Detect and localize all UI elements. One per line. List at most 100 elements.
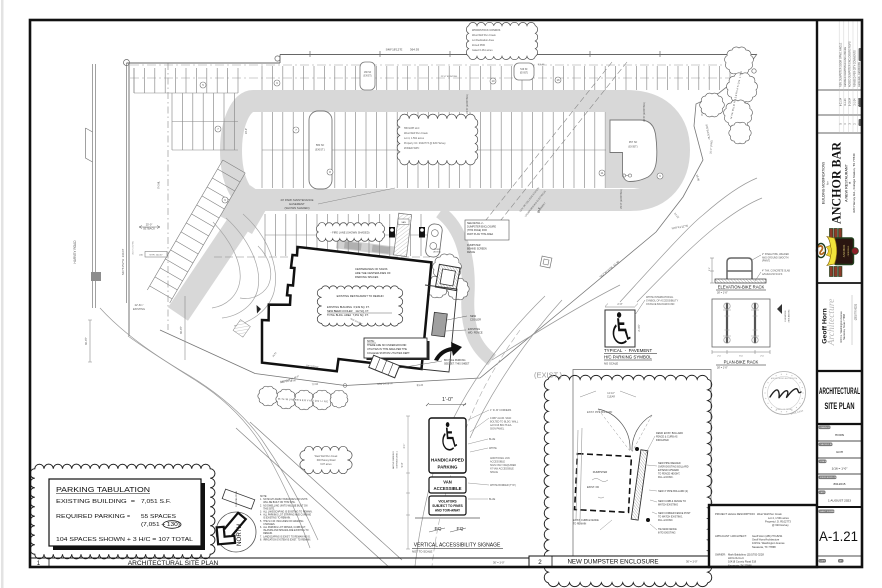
svg-text:Navasota, TX 77868: Navasota, TX 77868 xyxy=(728,563,752,567)
svg-text:24JUL.12023: 24JUL.12023 xyxy=(790,410,804,416)
svg-text:WTR 240.37: WTR 240.37 xyxy=(150,255,164,257)
svg-text:THERE ARE NO UNDERGROUND: THERE ARE NO UNDERGROUND xyxy=(367,344,407,347)
svg-text:7: 7 xyxy=(295,128,297,132)
svg-text:22′-6¾″: 22′-6¾″ xyxy=(135,303,144,307)
svg-text:A NEW RESTAURANT: A NEW RESTAURANT xyxy=(845,163,849,201)
svg-text:BEHIND SCREEN: BEHIND SCREEN xyxy=(467,248,487,251)
svg-text:6-1-24: 6-1-24 xyxy=(844,98,847,106)
svg-text:25′-0″ (EXISTING): 25′-0″ (EXISTING) xyxy=(620,189,623,209)
svg-text:6. ALL PARKING LOT DRIVES, CU: 6. ALL PARKING LOT DRIVES, CURB CUT, xyxy=(260,526,306,529)
svg-text:NEW DUMPSTER ENCLOSURE: NEW DUMPSTER ENCLOSURE xyxy=(567,559,658,566)
svg-text:(EXIST.): (EXIST.) xyxy=(315,148,325,152)
svg-text:UTILITIES IN THIS AREA PER THE: UTILITIES IN THIS AREA PER THE xyxy=(367,348,407,351)
svg-text:BUILDING MODIFICATIONS: BUILDING MODIFICATIONS xyxy=(822,161,826,204)
svg-text:2′-4½″: 2′-4½″ xyxy=(637,324,641,331)
svg-text:NO SCALE: NO SCALE xyxy=(604,362,618,366)
svg-text:ABOVE PARKING: ABOVE PARKING xyxy=(392,451,395,469)
svg-text:NEW 4″ PIPE BOLLARD (2): NEW 4″ PIPE BOLLARD (2) xyxy=(658,490,688,493)
svg-text:72.92: 72.92 xyxy=(312,382,319,387)
svg-text:ACCESSIBLE: ACCESSIBLE xyxy=(490,461,505,464)
svg-text:8. IRRIGATION SYSTEM IS EXIST: 8. IRRIGATION SYSTEM IS EXIST. TO REMAIN… xyxy=(260,538,311,541)
svg-text:364.93: 364.93 xyxy=(410,48,420,52)
svg-text:AND TOW-AWAY: AND TOW-AWAY xyxy=(435,509,461,513)
svg-text:ELEVATION: ELEVATION xyxy=(784,310,787,321)
svg-text:PARKING: PARKING xyxy=(438,465,459,470)
svg-text:EQ: EQ xyxy=(435,526,442,532)
svg-text:PARKING TABULATION: PARKING TABULATION xyxy=(56,485,150,494)
svg-text:at: at xyxy=(848,182,852,185)
svg-text:2′-0″: 2′-0″ xyxy=(617,302,622,306)
svg-text:(PAINT): (PAINT) xyxy=(762,260,770,263)
svg-text:PARKING SPACES: PARKING SPACES xyxy=(355,275,379,279)
svg-text:COOLER: COOLER xyxy=(470,318,481,322)
svg-text:11: 11 xyxy=(601,171,604,175)
svg-text:NOTE:: NOTE: xyxy=(260,496,267,498)
svg-text:ADDED DUMPSTER ENCLOSURE REV'S: ADDED DUMPSTER ENCLOSURE REV'S xyxy=(849,41,852,87)
svg-text:CLEAR: CLEAR xyxy=(607,395,615,398)
svg-text:ELEVATION-BIKE RACK: ELEVATION-BIKE RACK xyxy=(718,285,765,290)
svg-text:2″ STEEL PIPE, WELDED: 2″ STEEL PIPE, WELDED xyxy=(762,254,789,256)
svg-text:PART PLAN THIS AREA: PART PLAN THIS AREA xyxy=(467,233,494,236)
svg-text:580 SF: 580 SF xyxy=(316,143,325,147)
svg-text:Architecture: Architecture xyxy=(827,299,837,347)
svg-text:PLAN-BIKE RACK: PLAN-BIKE RACK xyxy=(724,360,759,365)
svg-text:S41°51′52″W 240.07: S41°51′52″W 240.07 xyxy=(121,248,125,275)
svg-text:25.81: 25.81 xyxy=(273,352,278,358)
svg-text:7. LANDSCAPING IS EXIST. TO R: 7. LANDSCAPING IS EXIST. TO REMAIN AS IS… xyxy=(260,535,311,538)
svg-text:5: 5 xyxy=(202,83,204,87)
svg-text:WILL BE BUILT ON THIS SITE.: WILL BE BUILT ON THIS SITE. xyxy=(260,502,296,504)
svg-text:NEW CORNER FENCE POST: NEW CORNER FENCE POST xyxy=(658,512,691,515)
svg-text:28.08: 28.08 xyxy=(695,174,701,182)
svg-text:NEW: NEW xyxy=(470,314,477,318)
svg-text:1015 E. Washington Avenue: 1015 E. Washington Avenue xyxy=(840,311,843,343)
svg-text:M I N I M U M R E S E R V A T: M I N I M U M R E S E R V A T I O N L I … xyxy=(278,398,329,404)
svg-text:Mark Baldobino (210)792-3228: Mark Baldobino (210)792-3228 xyxy=(728,553,764,557)
svg-text:ADDITIONAL VAN: ADDITIONAL VAN xyxy=(490,457,510,460)
svg-text:Zoned PDD: Zoned PDD xyxy=(472,44,485,47)
svg-text:8: 8 xyxy=(329,170,331,174)
svg-text:5. THE S.O.W. INCLUDES NO GRA: 5. THE S.O.W. INCLUDES NO GRADING xyxy=(260,520,304,523)
svg-text:5: 5 xyxy=(840,123,843,125)
svg-text:EASEMENT: EASEMENT xyxy=(289,202,305,206)
svg-text:ISLANDS AND SPACES ARE EXISTIN: ISLANDS AND SPACES ARE EXISTING TO xyxy=(260,529,309,532)
svg-text:4″ THK. CONCRETE SLAB: 4″ THK. CONCRETE SLAB xyxy=(762,270,790,273)
svg-text:529 SF: 529 SF xyxy=(520,69,528,71)
svg-text:WHITE INTERNATIONAL: WHITE INTERNATIONAL xyxy=(646,296,674,299)
svg-text:30′ = 1′-0″: 30′ = 1′-0″ xyxy=(717,292,728,295)
svg-text:Lot Dedication Area: Lot Dedication Area xyxy=(472,39,494,42)
svg-text:THIS SITE.: THIS SITE. xyxy=(260,508,275,510)
svg-text:for: for xyxy=(826,181,830,184)
svg-text:NEW PIPE WELDED: NEW PIPE WELDED xyxy=(658,462,681,465)
svg-text:TO MATCH EXISTING,: TO MATCH EXISTING, xyxy=(658,516,683,519)
svg-text:West Wolf Pen Creek: West Wolf Pen Creek xyxy=(315,455,339,458)
svg-text:AT VAN ACCESSIBLE: AT VAN ACCESSIBLE xyxy=(490,468,514,471)
svg-text:HARVEY ROAD: HARVEY ROAD xyxy=(73,240,77,264)
svg-text:SCALE: SCALE xyxy=(820,460,827,463)
svg-text:West Wolf Pen Creek: West Wolf Pen Creek xyxy=(472,34,497,37)
svg-text:EXIST. FD: EXIST. FD xyxy=(587,485,599,489)
svg-text:IS EXISTING TO REMAIN.: IS EXISTING TO REMAIN. xyxy=(260,517,291,520)
svg-text:(EXIST): (EXIST) xyxy=(433,252,441,254)
svg-text:WD. FENCE: WD. FENCE xyxy=(468,331,483,335)
svg-text:2′-1″: 2′-1″ xyxy=(403,443,406,448)
svg-text:34.16: 34.16 xyxy=(700,110,704,117)
svg-text:REV. DUMPSTER DOOR OPNG. ANGLE: REV. DUMPSTER DOOR OPNG. ANGLE xyxy=(840,42,843,87)
svg-text:DOMP: DOMP xyxy=(434,249,441,251)
svg-text:SPACE: SPACE xyxy=(490,471,498,474)
svg-text:ARE THE CENTERLINES OF: ARE THE CENTERLINES OF xyxy=(355,271,391,275)
svg-text:1″ R. AT CORNERS: 1″ R. AT CORNERS xyxy=(490,409,512,412)
svg-text:10418 County Road 318: 10418 County Road 318 xyxy=(728,560,757,564)
svg-text:(N41°51′52″W): (N41°51′52″W) xyxy=(133,241,135,255)
svg-text:Navasota, TX 77868: Navasota, TX 77868 xyxy=(752,545,776,549)
svg-text:BOLTED TO BLDG. WALL: BOLTED TO BLDG. WALL xyxy=(490,421,519,424)
svg-text:(EXIST): (EXIST) xyxy=(628,145,637,149)
svg-text:DUMPSTER: DUMPSTER xyxy=(467,244,481,247)
svg-text:COPY: COPY xyxy=(820,561,826,563)
svg-text:TO REMAIN: TO REMAIN xyxy=(573,523,587,526)
svg-text:EXISTING BUILDING 6,949 SQ. F: EXISTING BUILDING 6,949 SQ. FT. xyxy=(327,305,370,309)
svg-text:(281)770-8231: (281)770-8231 xyxy=(855,303,858,320)
svg-text:APPLICANT / ARCHITECT:: APPLICANT / ARCHITECT: xyxy=(715,534,747,538)
svg-text:ARCHITECTURAL SITE PLAN: ARCHITECTURAL SITE PLAN xyxy=(128,560,219,567)
svg-text:S48°18′12″E: S48°18′12″E xyxy=(386,48,403,52)
svg-text:Geoff Horn/Architecture: Geoff Horn/Architecture xyxy=(752,538,780,542)
